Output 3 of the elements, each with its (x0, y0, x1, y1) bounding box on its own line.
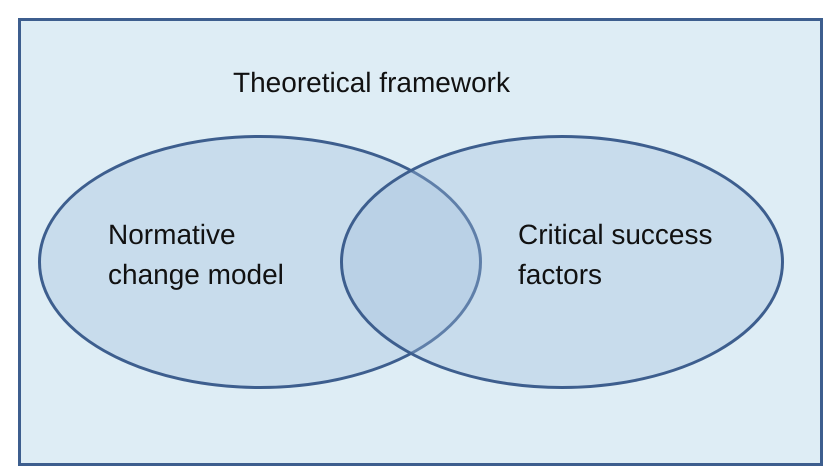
set-label: Normative change model (108, 218, 285, 292)
set-label: Critical success factors (518, 218, 714, 292)
framework-title: Theoretical framework (233, 66, 511, 100)
